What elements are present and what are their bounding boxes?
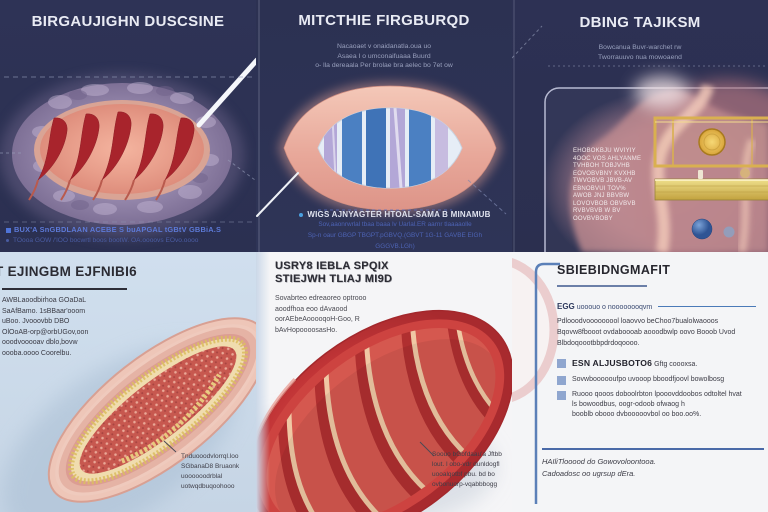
cristae-teeth: [28, 111, 195, 201]
decorative-arc: [512, 257, 559, 403]
panel-subtitle: Nacaoaet v onaidanatla.oua uo Asaea I o …: [315, 43, 453, 69]
caption-title: WIGS AJNYAGTER HTOAL-SAMA B MINAMUB: [290, 210, 500, 219]
panel-top-left: BIRGAUJIGHN DUSCSINE BUX'A SnGBDLAAN ACE…: [0, 0, 256, 252]
panel-bottom-left: T EJINGBM EJFNIBI6 AWBLaoodbirhoa GOaDaL…: [0, 252, 256, 512]
pointer-line: [256, 172, 299, 217]
blue-sphere: [691, 218, 713, 240]
annotation-list: EHOBOKBJU WVIYIY 4OOC VOS AHLYANME TVHBO…: [573, 148, 642, 222]
figure-caption: Tnduooodvlorrql.loo SGbanaD8 Bruaonk uoo…: [181, 453, 240, 490]
panel-bottom-right: SBIEBIDNGMAFIT EGG uooouo o noooooooqvm …: [512, 252, 768, 512]
gold-frame: [653, 116, 768, 168]
panel-edge-gradient: [256, 252, 270, 512]
mitochondrion-cross-section-illustration: [0, 57, 256, 238]
lead-rule: [658, 305, 756, 308]
panel-bottom-middle: USRY8 IEBLA SPQIX STIEJWH TLIAJ MI9D Sov…: [256, 252, 512, 512]
bullet-list: ESN ALJUSBOTO6 Gftg coooxsa. Sovwbooooou…: [557, 358, 767, 425]
bullet-square-icon: [557, 359, 566, 368]
lens-organelle-illustration: [256, 0, 507, 252]
gold-bar: [654, 168, 768, 201]
panel-top-right: DBING TAJIKSM Bowcanua Buvr-warchet rw T…: [512, 0, 768, 252]
body-text: Pdlooodvooooooool loaovvo beChoo7bualolw…: [557, 318, 736, 347]
small-sphere: [723, 226, 735, 238]
leader-line: [419, 441, 435, 457]
caption-line: TOooa GOW /'lOO bocwrtl boos bootW. OA.o…: [6, 237, 252, 244]
panel-decor: [512, 257, 560, 504]
body-text: AWBLaoodbirhoa GOaDaL SaAfBamo. 1sBBaar'…: [2, 297, 89, 357]
leader-line: [163, 440, 177, 453]
bullet-dot-icon: [299, 212, 304, 217]
section-heading: T EJINGBM EJFNIBI6: [0, 264, 137, 279]
tissue-cell-illustration: [512, 0, 768, 252]
bullet-item: ESN ALJUSBOTO6 Gftg coooxsa.: [557, 358, 767, 370]
bullet-item: Ruooo qooos doboolrbton lpooovddoobos od…: [557, 390, 767, 420]
panel-title: DBING TAJIKSM: [579, 14, 701, 31]
bullet-square-icon: [6, 227, 11, 233]
heading-underline: [2, 288, 127, 290]
gold-coin: [698, 128, 726, 156]
panel-title: BIRGAUJIGHN DUSCSINE: [31, 13, 225, 30]
granule-band: [67, 335, 249, 485]
cristae-folds: [274, 290, 506, 512]
lens-stripes: [324, 108, 448, 188]
mitochondrion-longitudinal-illustration: [1, 317, 256, 512]
caption-line: BUX'A SnGBDLAAN ACEBE S buAPGAL tGBtV GB…: [6, 225, 252, 234]
caption-line: Sov,aaonrwrlal tbaa baaa lv Uarlal.ER aa…: [318, 221, 472, 228]
heading-underline: [557, 285, 647, 287]
membrane-fold: [652, 84, 714, 252]
pointer-line: [196, 57, 256, 128]
section-heading: SBIEBIDNGMAFIT: [557, 263, 671, 277]
mitochondrion-3d-illustration: [256, 290, 512, 512]
body-text: Sovabrteo edreaoreo optrooo aoodfhoa eoo…: [275, 295, 367, 334]
bullet-square-icon: [557, 376, 566, 385]
figure-caption: Soouo bGbfdaau'a Jftbb lout. l obo-vdr d…: [432, 451, 502, 488]
panel-title: MITCTHIE FIRGBURQD: [298, 12, 470, 29]
bullet-square-icon: [557, 391, 566, 400]
panel-subtitle: Bowcanua Buvr-warchet rw Tworrauuvo nua …: [598, 44, 682, 61]
footer-rule: [542, 448, 764, 450]
caption-line: Sp-n oaur GBGP TBGPT.pGBVQ.(GBVT 1G-11 G…: [307, 232, 483, 250]
footer-text: HAIliTlooood do Gowovoloontooa. Cadoados…: [542, 457, 656, 478]
blue-bracket-border: [534, 262, 560, 504]
section-heading: USRY8 IEBLA SPQIX STIEJWH TLIAJ MI9D: [275, 260, 393, 285]
panel-top-middle: MITCTHIE FIRGBURQD Nacaoaet v onaidanatl…: [256, 0, 512, 252]
bullet-item: Sovwboooooufpo uvooop bboodfjoovl bowolb…: [557, 375, 767, 385]
bullet-dot-icon: [6, 238, 9, 242]
lead-row: EGG uooouo o noooooooqvm: [557, 302, 762, 311]
